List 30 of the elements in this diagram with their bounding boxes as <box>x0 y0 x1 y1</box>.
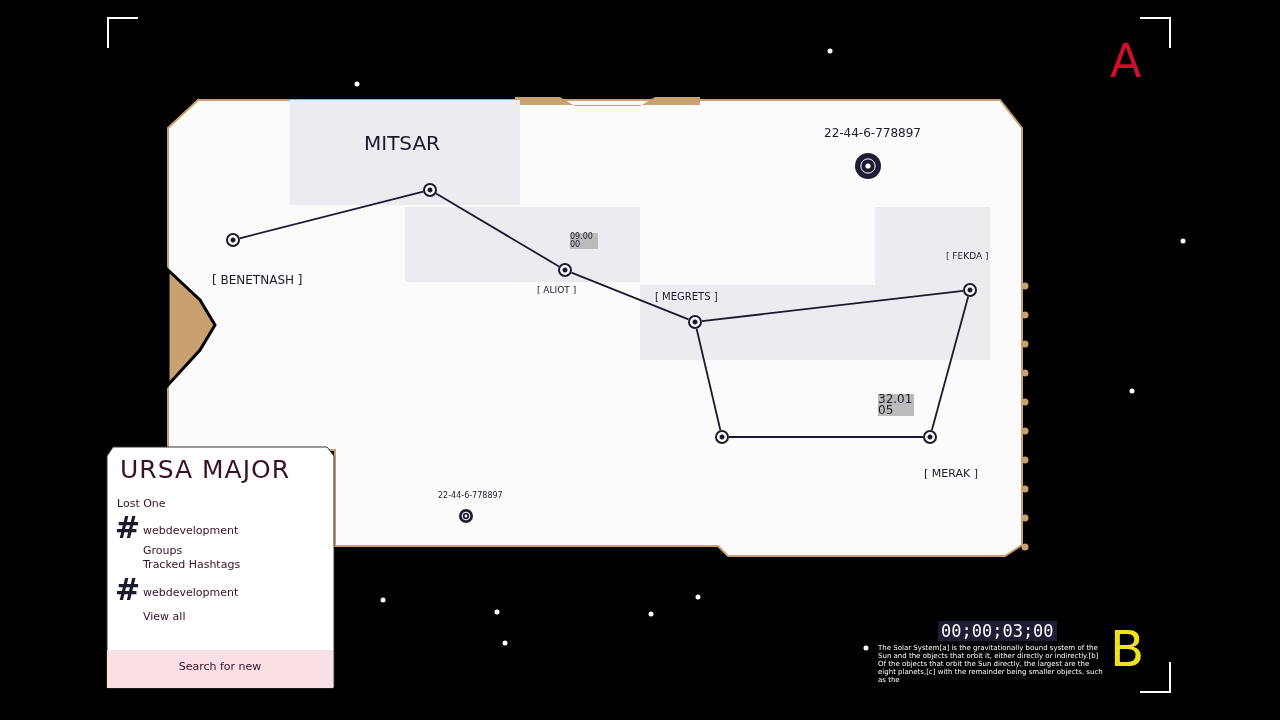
hashtag-link: webdevelopment <box>143 524 239 537</box>
constellation-line <box>728 436 924 438</box>
corner-letter: A <box>1110 34 1142 88</box>
constellation-line <box>930 295 970 432</box>
serial-number: 22-44-6-778897 <box>438 491 503 500</box>
corner-letter: B <box>1110 620 1145 678</box>
hash-symbol: # <box>115 510 141 545</box>
hashtag-link: webdevelopment <box>143 586 239 599</box>
time-readout: 09.00 00 <box>570 233 598 249</box>
star-name: [ FEKDA ] <box>946 251 989 261</box>
star-name: MITSAR <box>364 131 440 155</box>
star-name: [ BENETNASH ] <box>212 273 303 287</box>
constellation-line <box>695 327 722 432</box>
view-all-link: View all <box>143 610 186 623</box>
constellation-line <box>701 289 964 323</box>
star-name: [ ALIOT ] <box>537 285 577 295</box>
hash-symbol: # <box>115 572 141 607</box>
serial-number: 22-44-6-778897 <box>824 126 921 140</box>
card-text: Lost One <box>117 497 166 510</box>
menu-item: Groups <box>143 544 183 557</box>
constellation-line <box>238 190 425 240</box>
star-name: [ MERAK ] <box>924 467 978 480</box>
timecode: 00;00;03;00 <box>938 621 1057 641</box>
search-button: Search for new <box>107 650 333 688</box>
constellation-line <box>570 271 690 321</box>
menu-item: Tracked Hashtags <box>143 558 241 571</box>
constellation-line <box>435 192 560 268</box>
card-title: URSA MAJOR <box>120 455 291 484</box>
star-name: [ MEGRETS ] <box>655 291 718 302</box>
time-readout: 32.01 05 <box>878 394 914 416</box>
